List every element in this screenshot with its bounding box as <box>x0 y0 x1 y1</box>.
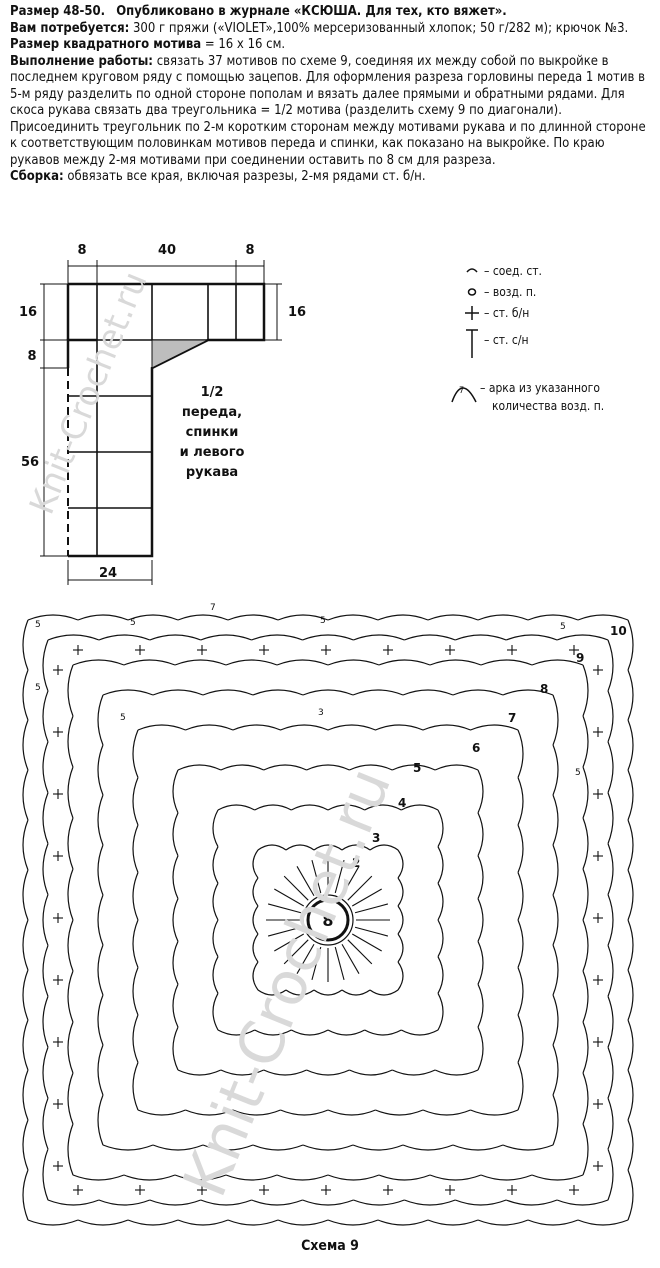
dc-stitch <box>354 903 389 914</box>
slip-stitch-icon <box>466 268 478 273</box>
motif-size-label: Размер квадратного мотива <box>10 37 202 52</box>
dc-stitch <box>267 903 302 914</box>
legend-item-1: – соед. ст. <box>484 264 542 278</box>
dc-stitch <box>311 859 322 894</box>
motif-chain-count: 5 <box>560 622 566 632</box>
materials-label: Вам потребуется: <box>10 20 130 36</box>
published-label: Опубликовано в журнале «КСЮША. Для тех, … <box>116 4 507 19</box>
piece-label-4: и левого <box>180 445 245 460</box>
legend-item-4: – ст. с/н <box>484 333 529 347</box>
piece-label-1: 1/2 <box>201 385 224 400</box>
motif-row-number: 3 <box>372 831 380 845</box>
motif-row-number: 10 <box>610 624 627 638</box>
materials-text: 300 г пряжи («VIOLET»,100% мерсеризованн… <box>132 20 629 36</box>
dc-stitch <box>283 939 309 965</box>
motif-ring <box>22 614 634 1226</box>
legend-item-5b: количества возд. п. <box>492 399 604 413</box>
motif-chain-count: 5 <box>35 683 41 693</box>
dim-top-mid: 40 <box>158 243 176 258</box>
dc-stitch <box>334 859 345 894</box>
piece-label-5: рукава <box>186 465 238 480</box>
dc-stitch <box>296 943 315 974</box>
legend-item-2: – возд. п. <box>484 285 536 299</box>
assembly-text: обвязать все края, включая разрезы, 2-мя… <box>67 169 426 184</box>
dim-bottom: 24 <box>99 566 117 581</box>
motif-row-number: 6 <box>472 741 480 755</box>
motif-chain-count: 5 <box>130 618 136 628</box>
dc-stitch <box>347 939 373 965</box>
dc-stitch <box>283 875 309 901</box>
dc-stitch <box>274 933 305 952</box>
assembly-paragraph: Сборка: обвязать все края, включая разре… <box>10 169 650 186</box>
dc-stitch <box>296 866 315 897</box>
dim-top-right: 8 <box>245 243 254 258</box>
motif-ring <box>252 844 404 996</box>
size-label: Размер 48-50. <box>10 4 106 19</box>
legend <box>451 268 479 403</box>
motif-chain-count: 5 <box>120 713 126 723</box>
legend-item-5a: – арка из указанного <box>480 381 600 395</box>
piece-label-3: спинки <box>186 425 239 440</box>
dc-stitch <box>267 926 302 937</box>
motif-size-text: = 16 х 16 см. <box>204 37 286 52</box>
motif-row-number: 2 <box>352 856 360 870</box>
motif-center-label: 8 <box>322 911 333 930</box>
motif-chain-count: 3 <box>318 708 324 718</box>
motif-size-paragraph: Размер квадратного мотива = 16 х 16 см. <box>10 37 650 54</box>
assembly-label: Сборка: <box>10 169 64 184</box>
dc-stitch <box>274 888 305 907</box>
chain-icon <box>467 288 477 296</box>
motif-row-number: 5 <box>413 761 421 775</box>
motif-ring <box>132 724 524 1116</box>
materials-paragraph: Вам потребуется: 300 г пряжи («VIOLET»,1… <box>10 21 650 38</box>
dim-left-small: 8 <box>27 349 36 364</box>
dc-stitch <box>354 926 389 937</box>
motif-row-number: 9 <box>576 651 584 665</box>
dim-top-left: 8 <box>77 243 86 258</box>
piece-label-2: переда, <box>182 405 242 420</box>
motif-chain-count: 5 <box>320 616 326 626</box>
dc-stitch <box>341 866 360 897</box>
description: Размер 48-50. Опубликовано в журнале «КС… <box>10 4 650 186</box>
dc-stitch <box>341 943 360 974</box>
motif-ring <box>42 634 614 1206</box>
legend-arch-number: 7 <box>459 386 464 396</box>
work-paragraph: Выполнение работы: связать 37 мотивов по… <box>10 54 650 170</box>
dc-stitch <box>351 933 382 952</box>
arch-icon <box>451 387 477 403</box>
motif-row-number: 4 <box>398 796 406 810</box>
motif-ring <box>97 689 559 1151</box>
dim-right: 16 <box>288 305 306 320</box>
pattern-diagram: 8 40 8 16 16 8 56 24 1/2 переда, спинки … <box>19 243 604 585</box>
motif-chain-count: 5 <box>35 620 41 630</box>
work-label: Выполнение работы: <box>10 53 153 69</box>
dc-stitch <box>347 875 373 901</box>
motif-row-number: 7 <box>508 711 516 725</box>
motif-chain-count: 5 <box>575 768 581 778</box>
work-text: связать 37 мотивов по схеме 9, соединяя … <box>10 53 646 168</box>
dim-left-long: 56 <box>21 455 39 470</box>
motif-ring <box>212 804 444 1036</box>
dc-stitch <box>334 946 345 981</box>
motif-row-number: 8 <box>540 682 548 696</box>
motif-chain-count: 7 <box>210 603 216 613</box>
motif-ring <box>172 764 484 1076</box>
dc-stitch <box>351 888 382 907</box>
dim-left-top: 16 <box>19 305 37 320</box>
motif-ring <box>67 659 589 1181</box>
legend-item-3: – ст. б/н <box>484 306 529 320</box>
chart-caption: Схема 9 <box>301 1238 359 1254</box>
title-line: Размер 48-50. Опубликовано в журнале «КС… <box>10 4 650 21</box>
dc-stitch <box>311 946 322 981</box>
